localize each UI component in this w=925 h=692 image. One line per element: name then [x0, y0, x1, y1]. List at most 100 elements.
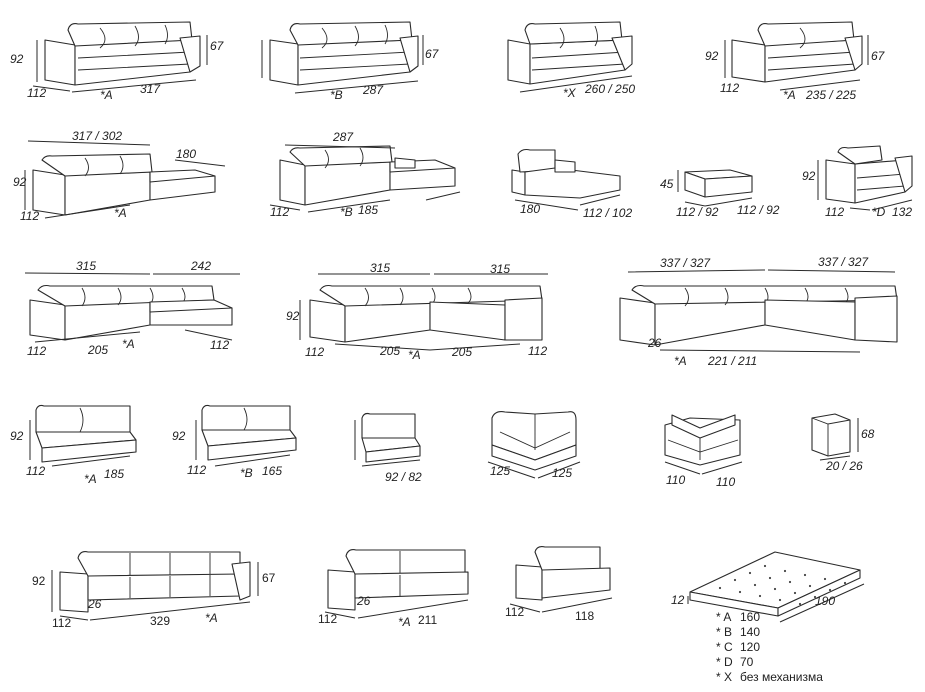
dim-label: *A [205, 611, 218, 625]
dim-label: 112 [270, 205, 289, 219]
sofa-bed-x: *X 260 / 250 [507, 21, 635, 100]
dim-label: 112 [305, 345, 324, 359]
dim-label: 287 [332, 130, 354, 144]
dim-label: 221 / 211 [707, 354, 757, 368]
chaise-module: 180 112 / 102 [511, 148, 632, 220]
dim-label: 112 [27, 344, 46, 358]
legend-mark: * B [716, 625, 732, 639]
dim-label: 112 [187, 463, 206, 477]
legend-value: 160 [740, 610, 760, 624]
dim-label: 112 [210, 338, 229, 352]
dim-label: 67 [262, 571, 276, 585]
sofa-2-seat-a: 92 67 112 *A 235 / 225 [705, 21, 886, 102]
dim-label: 287 [362, 83, 384, 97]
dim-label: 317 / 302 [72, 129, 122, 143]
dim-label: 110 [716, 475, 735, 489]
dim-label: 67 [425, 47, 440, 61]
dim-label: 92 [172, 429, 186, 443]
legend-mark: * A [716, 610, 731, 624]
dim-label: *D [872, 205, 886, 219]
dim-label: 12 [671, 593, 685, 607]
legend-value: 120 [740, 640, 760, 654]
dim-label: 337 / 327 [660, 256, 711, 270]
dim-label: 110 [666, 473, 685, 487]
dim-label: 26 [356, 594, 371, 608]
dim-label: 67 [871, 49, 886, 63]
dim-label: 165 [262, 464, 282, 478]
dim-label: 112 / 92 [676, 205, 719, 219]
legend-mark: * D [716, 655, 733, 669]
dim-label: *B [330, 88, 343, 102]
dim-label: 112 [52, 616, 71, 630]
dim-label: 112 [27, 86, 46, 100]
u-sofa-large: 337 / 327 337 / 327 26 *A 221 / 211 [619, 255, 898, 368]
corner-chaise-a: 317 / 302 180 92 112 *A [13, 129, 226, 223]
dim-label: *A [100, 88, 113, 102]
dim-label: *A [783, 88, 796, 102]
dim-label: 205 [87, 343, 108, 357]
legend-value: 140 [740, 625, 760, 639]
mattress-tufting [718, 564, 847, 606]
sofa-1-arm-front: 26 112 *A 211 [318, 549, 469, 629]
dim-label: 112 [318, 612, 337, 626]
dim-label: 185 [358, 203, 378, 217]
dim-label: 315 [76, 259, 96, 273]
dim-label: 118 [575, 609, 594, 623]
armchair: 92 112 *D 132 [802, 145, 913, 219]
legend-value: 70 [740, 655, 754, 669]
sofa-3-seat-b: 67 *B 287 [261, 21, 440, 102]
dim-label: 185 [104, 467, 124, 481]
dim-label: 242 [190, 259, 211, 273]
dim-label: 112 / 102 [583, 206, 632, 220]
legend-mark: * X [716, 670, 732, 684]
dim-label: *A [408, 348, 421, 362]
dim-label: 112 [825, 205, 844, 219]
dim-label: 45 [660, 177, 674, 191]
dim-label: 92 [802, 169, 816, 183]
dim-label: 67 [210, 39, 225, 53]
dim-label: 92 [10, 429, 24, 443]
dim-label: 180 [520, 202, 540, 216]
dim-label: 211 [418, 613, 437, 627]
l-sofa-corner: 315 315 92 112 205 *A 205 112 [286, 261, 548, 362]
dim-label: 125 [490, 464, 510, 478]
dim-label: *A [398, 615, 411, 629]
dim-label: 260 / 250 [584, 82, 635, 96]
dim-label: *A [114, 206, 127, 220]
dim-label: 26 [87, 597, 102, 611]
dim-label: 132 [892, 205, 912, 219]
dim-label: 112 [720, 81, 739, 95]
legend-value: без механизма [740, 670, 823, 684]
dim-label: 112 / 92 [737, 203, 780, 217]
dim-label: 112 [528, 344, 547, 358]
dim-label: 205 [451, 345, 472, 359]
dim-label: 235 / 225 [805, 88, 856, 102]
dim-label: 112 [26, 464, 45, 478]
dim-label: 26 [647, 336, 662, 350]
dim-label: 92 / 82 [385, 470, 422, 484]
module-armless: 92 / 82 [354, 412, 422, 484]
dim-label: 92 [705, 49, 719, 63]
dim-label: 337 / 327 [818, 255, 869, 269]
legend-mark: * C [716, 640, 733, 654]
dim-label: 92 [10, 52, 24, 66]
dim-label: 125 [552, 466, 572, 480]
mattress: 12 190 [671, 551, 865, 623]
l-sofa-chaise: 315 242 112 205 *A 112 [24, 259, 240, 358]
dim-label: 20 / 26 [825, 459, 863, 473]
dim-label: 92 [286, 309, 300, 323]
sofa-3-seat-a: 92 67 112 *A 317 [10, 21, 225, 102]
dim-label: *B [340, 205, 353, 219]
mechanism-legend: * A 160 * B 140 * C 120 * D 70 * X без м… [716, 610, 823, 684]
dim-label: *A [674, 354, 687, 368]
corner-module-round: 125 125 [487, 411, 581, 480]
dim-label: 180 [176, 147, 196, 161]
ottoman: 45 112 / 92 112 / 92 [660, 169, 780, 219]
dim-label: 92 [13, 175, 27, 189]
corner-module: 110 110 [664, 414, 743, 489]
corner-chaise-b: 287 112 *B 185 [269, 130, 461, 219]
module-2-seat-a: 92 112 *A 185 [10, 404, 137, 486]
module-2-seat-b: 92 112 *B 165 [172, 404, 297, 480]
dim-label: 317 [140, 82, 161, 96]
dim-label: 205 [379, 344, 400, 358]
